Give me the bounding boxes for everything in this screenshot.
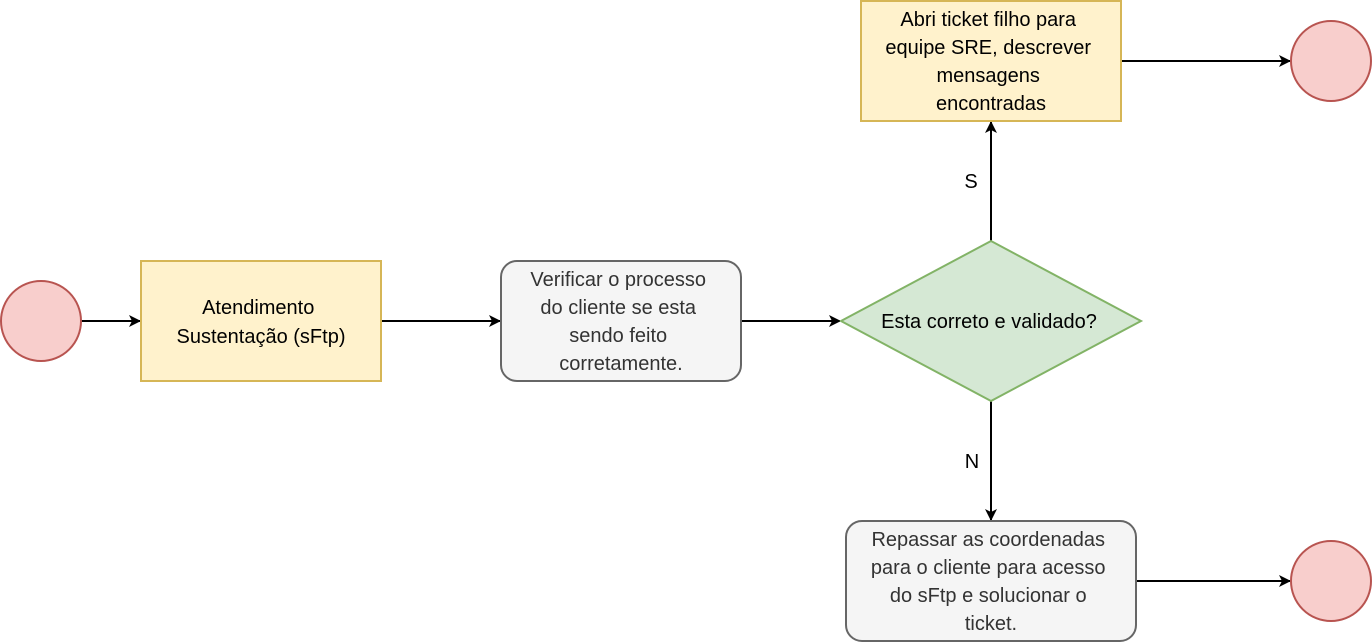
start-node [0,280,82,362]
node-repassar-line: do sFtp e solucionar o [890,585,1087,607]
node-atendimento-text: Atendimento Sustentação (sFtp) [177,297,346,348]
node-ticket-filho-text: Abri ticket filho para equipe SRE, descr… [885,9,1096,115]
edges [81,55,1291,587]
node-ticket-filho-line: equipe SRE, descrever [885,37,1091,59]
end-node-bottom [1290,540,1372,622]
node-verificar-line: Verificar o processo [530,269,706,291]
node-ticket-filho-line: Abri ticket filho para [900,9,1077,31]
node-ticket-filho: Abri ticket filho para equipe SRE, descr… [860,0,1122,122]
end-node-top [1290,20,1372,102]
node-atendimento-line: Atendimento [202,297,314,319]
node-repassar-line: para o cliente para acesso [871,557,1106,579]
node-verificar-line: do cliente se esta [540,297,697,319]
node-verificar: Verificar o processo do cliente se esta … [500,260,742,382]
node-repassar-line: ticket. [965,613,1017,635]
edge-label-no: N [965,451,979,473]
node-ticket-filho-line: mensagens [937,65,1040,87]
node-repassar-text: Repassar as coordenadas para o cliente p… [871,529,1111,635]
node-verificar-text: Verificar o processo do cliente se esta … [530,269,711,375]
node-decision: Esta correto e validado? [838,239,1144,403]
node-verificar-line: sendo feito [569,325,667,347]
node-atendimento-line: Sustentação (sFtp) [177,326,346,348]
node-atendimento: Atendimento Sustentação (sFtp) [140,260,382,382]
node-decision-text: Esta correto e validado? [881,311,1097,333]
node-ticket-filho-line: encontradas [936,93,1046,115]
node-repassar: Repassar as coordenadas para o cliente p… [845,520,1137,642]
edge-label-yes: S [964,171,977,193]
node-verificar-line: corretamente. [559,353,682,375]
node-repassar-line: Repassar as coordenadas [871,529,1104,551]
